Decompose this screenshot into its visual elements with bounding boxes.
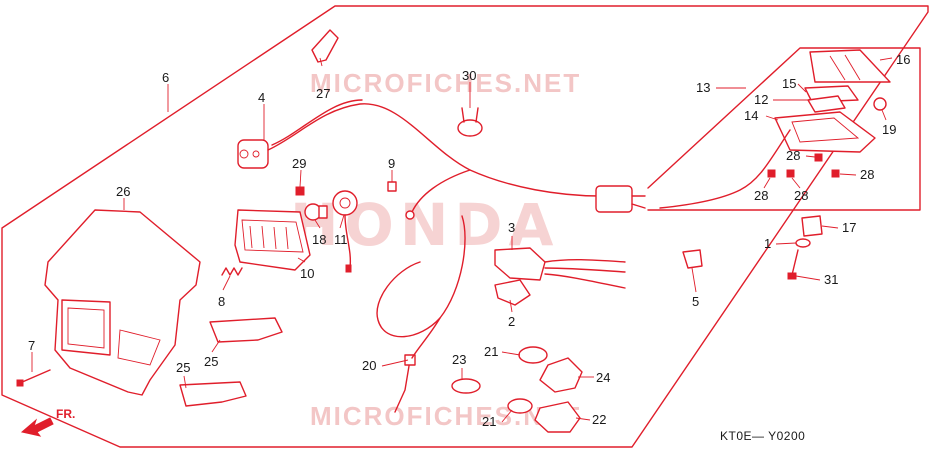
rubber-part-17: [801, 215, 823, 237]
bracket-part-25-upper: [209, 317, 283, 343]
connector-part-2: [494, 279, 531, 306]
callout-21-top: 21: [484, 344, 498, 359]
grommet-part-21-top: [518, 346, 548, 364]
callout-15: 15: [782, 76, 796, 91]
callout-12: 12: [754, 92, 768, 107]
taillight-wire: [659, 129, 791, 209]
drawing-code: KT0E— Y0200: [720, 429, 805, 443]
socket-part-12: [807, 95, 846, 113]
callout-9: 9: [388, 156, 395, 171]
bulb-part-19: [873, 97, 887, 111]
socket-part-11: [332, 190, 358, 273]
front-direction-arrow-icon: [20, 417, 54, 437]
callout-28-a: 28: [786, 148, 800, 163]
callout-28-c: 28: [794, 188, 808, 203]
headlight-cowl-part-26: [44, 209, 201, 396]
grommet-part-9: [387, 181, 397, 192]
collar-part-1: [795, 238, 811, 248]
callout-30: 30: [462, 68, 476, 83]
taillight-lens-part-16: [809, 49, 891, 83]
callout-labels: 6 4 27 30 29 9 26 18 11 10 8 7 25 25 3 2…: [28, 52, 910, 429]
callout-17: 17: [842, 220, 856, 235]
callout-11: 11: [334, 232, 348, 247]
callout-20: 20: [362, 358, 376, 373]
taillight-subframe: [647, 47, 921, 211]
clamp-part-27: [311, 29, 339, 63]
clip-part-5: [682, 249, 703, 269]
screw-part-28-c: [786, 169, 795, 178]
callout-24: 24: [596, 370, 610, 385]
callout-1: 1: [764, 236, 771, 251]
callout-6: 6: [162, 70, 169, 85]
spring-part-8: [221, 267, 243, 276]
callout-8: 8: [218, 294, 225, 309]
callout-5: 5: [692, 294, 699, 309]
bracket-part-22: [534, 401, 581, 433]
callout-7: 7: [28, 338, 35, 353]
cable-part-20: [376, 215, 466, 413]
callout-23: 23: [452, 352, 466, 367]
band-part-30: [457, 107, 483, 137]
headlight-part-10: [234, 209, 311, 271]
screw-part-28-a: [814, 153, 823, 162]
front-direction-label: FR.: [56, 407, 75, 421]
bracket-part-25-lower: [179, 381, 247, 407]
wire-harness-part-4: [237, 99, 646, 220]
screw-part-28-b: [767, 169, 776, 178]
callout-26: 26: [116, 184, 130, 199]
callout-19: 19: [882, 122, 896, 137]
callout-10: 10: [300, 266, 314, 281]
callout-13: 13: [696, 80, 710, 95]
callout-22: 22: [592, 412, 606, 427]
callout-14: 14: [744, 108, 758, 123]
callout-4: 4: [258, 90, 265, 105]
callout-16: 16: [896, 52, 910, 67]
grommet-part-21-bottom: [507, 398, 533, 414]
bracket-part-24: [539, 357, 583, 393]
callout-3: 3: [508, 220, 515, 235]
leader-lines: [31, 57, 893, 423]
watermark-top: MICROFICHES.NET: [310, 68, 581, 98]
callout-29: 29: [292, 156, 306, 171]
callout-28-b: 28: [754, 188, 768, 203]
callout-27: 27: [316, 86, 330, 101]
callout-25-upper: 25: [204, 354, 218, 369]
screw-part-28-d: [831, 169, 840, 178]
bolt-part-7: [16, 369, 51, 387]
callout-21-bottom: 21: [482, 414, 496, 429]
relay-part-3: [494, 247, 626, 289]
bolt-part-31: [787, 249, 799, 280]
callout-2: 2: [508, 314, 515, 329]
callout-18: 18: [312, 232, 326, 247]
callout-28-d: 28: [860, 167, 874, 182]
nut-part-29: [295, 186, 305, 196]
band-part-23: [451, 378, 481, 394]
taillight-base-part-14: [774, 111, 876, 153]
callout-31: 31: [824, 272, 838, 287]
watermark-bottom: MICROFICHES.NET: [310, 401, 581, 431]
bulb-part-18: [304, 203, 328, 221]
callout-25-lower: 25: [176, 360, 190, 375]
outer-frame: [1, 5, 929, 448]
